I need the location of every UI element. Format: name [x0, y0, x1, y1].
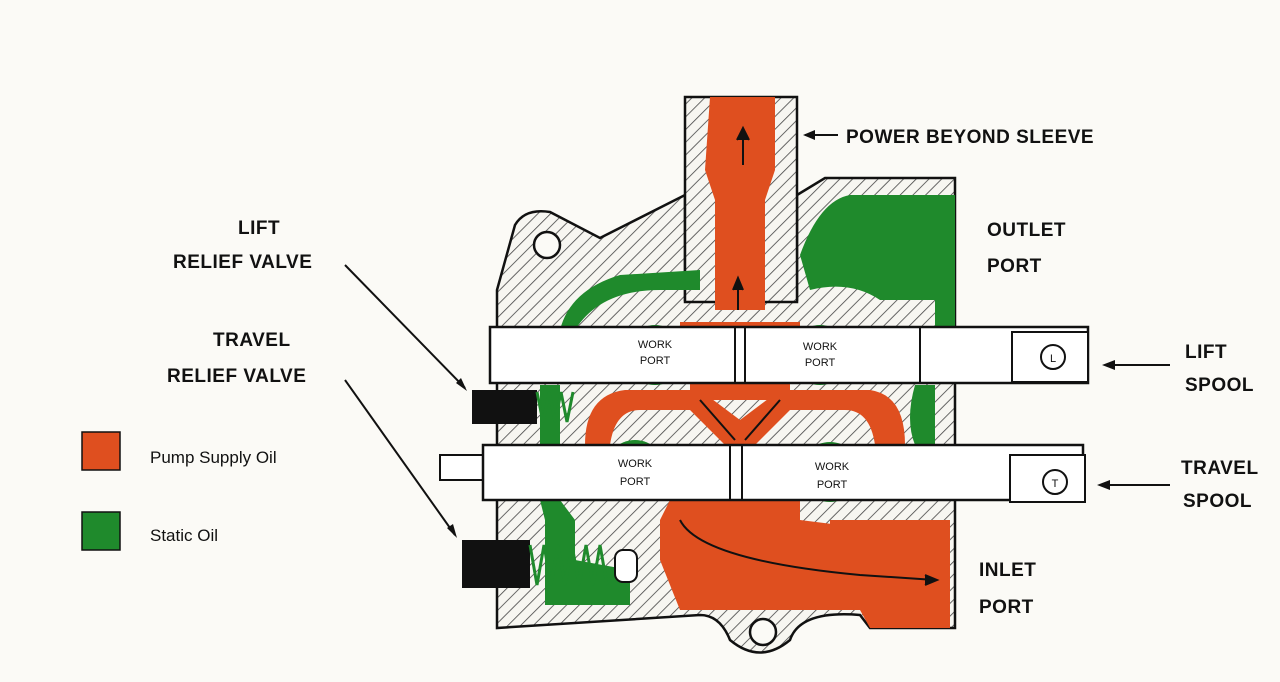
- svg-text:PORT: PORT: [620, 476, 651, 488]
- travel-relief-valve-label-1: TRAVEL: [213, 330, 291, 351]
- svg-text:WORK: WORK: [618, 458, 653, 470]
- svg-text:WORK: WORK: [803, 341, 838, 353]
- work-port-travel-right: WORK PORT: [805, 455, 860, 492]
- lift-marker-circle: [1040, 344, 1066, 370]
- callout-lines: [344, 130, 1170, 538]
- lift-spool[interactable]: L: [488, 325, 1090, 385]
- lift-marker: L: [1050, 353, 1056, 365]
- static-oil-left-lower: [540, 385, 630, 605]
- legend-swatch-pump-supply: [81, 431, 121, 471]
- work-port-lift-left: WORK PORT: [628, 335, 683, 372]
- legend: Pump Supply Oil Static Oil: [81, 431, 277, 551]
- travel-marker-circle: [1042, 469, 1068, 495]
- svg-text:PORT: PORT: [805, 357, 836, 369]
- travel-spool[interactable]: T: [439, 443, 1086, 503]
- mount-hole-top: [532, 230, 562, 260]
- travel-spool-label-1: TRAVEL: [1181, 458, 1259, 479]
- inlet-port-label-1: INLET: [979, 560, 1036, 581]
- lift-spool-label-2: SPOOL: [1185, 375, 1254, 396]
- static-oil-outlet: [800, 195, 955, 330]
- pump-oil-sleeve: [705, 97, 775, 310]
- pump-oil-inlet: [830, 520, 950, 628]
- lift-relief-valve: [472, 390, 575, 424]
- static-oil-left: [560, 270, 700, 330]
- work-port-travel-left: WORK PORT: [608, 453, 663, 490]
- mount-hole-bottom: [748, 617, 778, 647]
- flow-arrows: [679, 125, 940, 586]
- work-port-lift-right: WORK PORT: [793, 335, 848, 372]
- power-beyond-sleeve-label: POWER BEYOND SLEEVE: [846, 127, 1094, 148]
- travel-marker: T: [1052, 478, 1059, 490]
- svg-text:PORT: PORT: [640, 355, 671, 367]
- legend-label-static: Static Oil: [150, 526, 218, 545]
- travel-spool-label-2: SPOOL: [1183, 491, 1252, 512]
- lift-relief-valve-label-2: RELIEF VALVE: [173, 252, 312, 273]
- svg-text:WORK: WORK: [815, 461, 850, 473]
- svg-text:PORT: PORT: [817, 479, 848, 491]
- travel-relief-valve-label-2: RELIEF VALVE: [167, 366, 306, 387]
- lift-spool-label-1: LIFT: [1185, 342, 1227, 363]
- legend-label-pump-supply: Pump Supply Oil: [150, 448, 277, 467]
- outlet-port-label-2: PORT: [987, 256, 1042, 277]
- lift-relief-valve-label-1: LIFT: [238, 218, 280, 239]
- pump-oil-lower-gallery: [660, 500, 840, 610]
- pump-oil-core: [585, 390, 905, 445]
- static-oil-right-channel: [910, 385, 935, 445]
- travel-relief-valve: [462, 540, 638, 588]
- svg-text:WORK: WORK: [638, 339, 673, 351]
- legend-swatch-static: [81, 511, 121, 551]
- inlet-port-label-2: PORT: [979, 597, 1034, 618]
- outlet-port-label-1: OUTLET: [987, 220, 1066, 241]
